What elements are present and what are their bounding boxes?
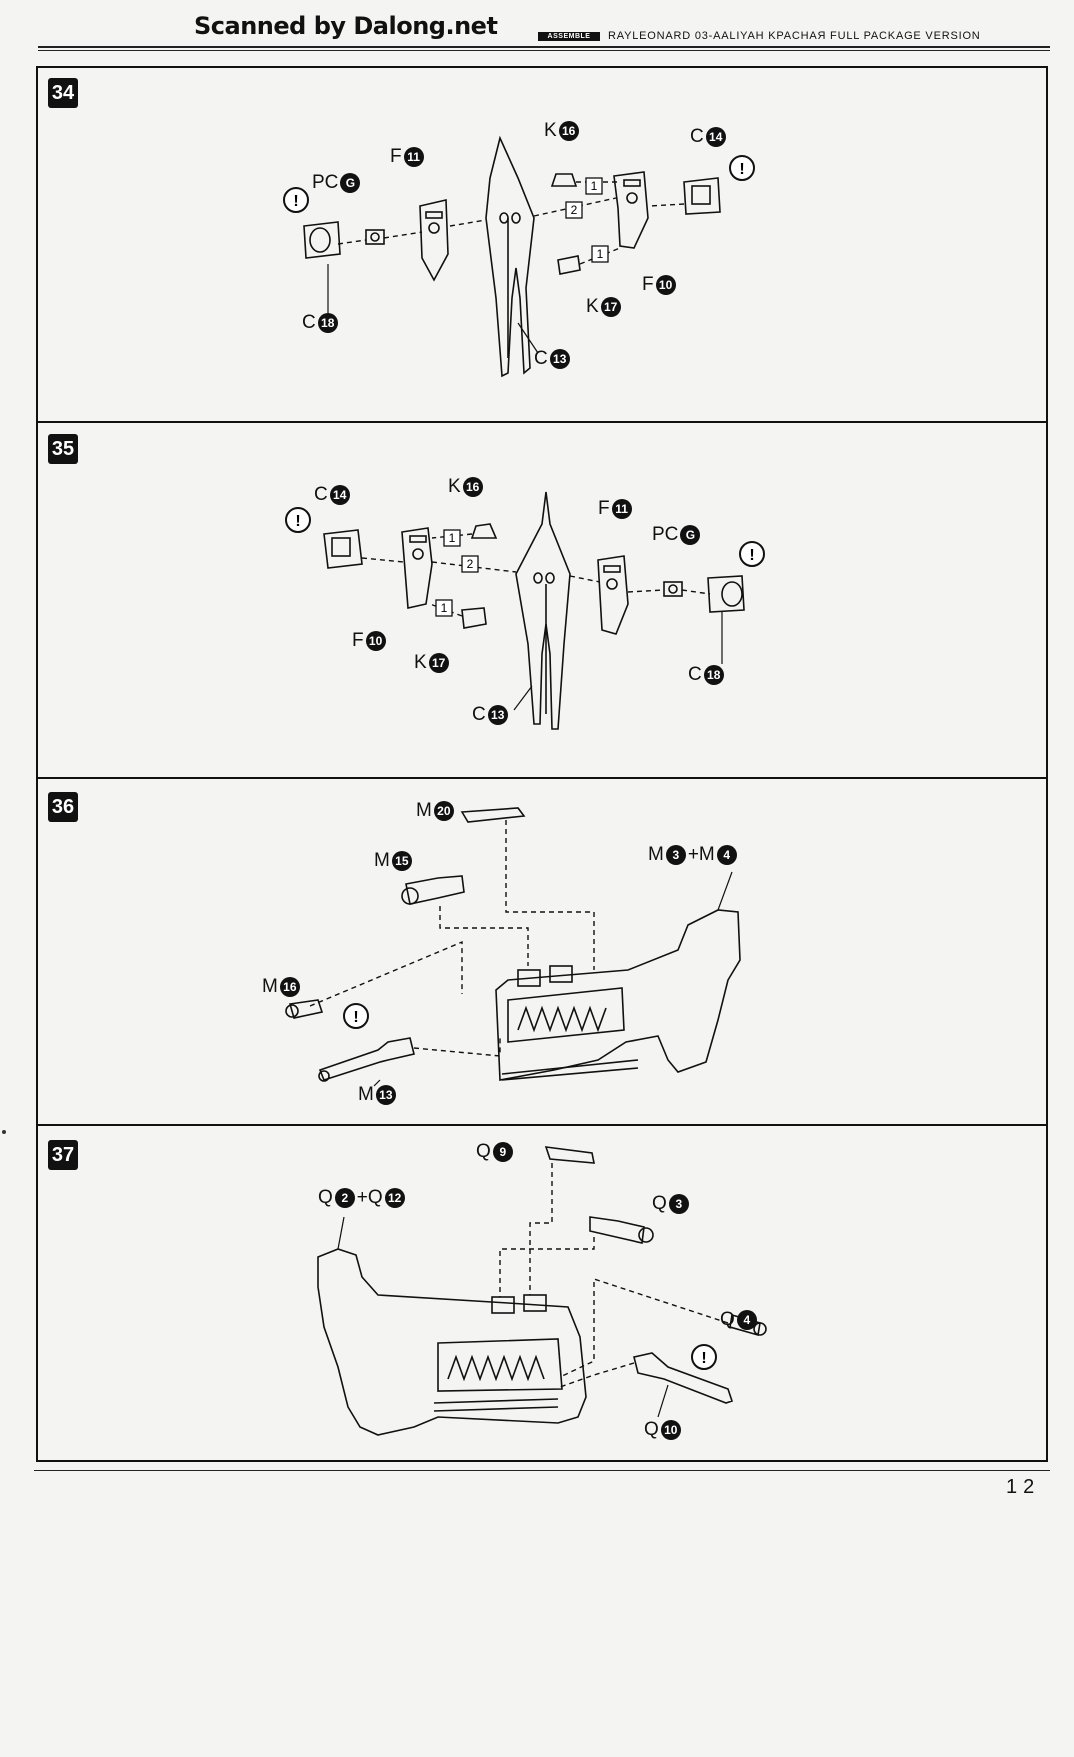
caution-icon — [343, 1003, 369, 1029]
step-37-diagram: ! — [317, 1146, 767, 1436]
svg-text:!: ! — [293, 193, 298, 210]
svg-text:!: ! — [353, 1009, 358, 1026]
part-m13 — [318, 1037, 415, 1081]
svg-text:1: 1 — [449, 531, 456, 545]
step-34-diagram: 121 !! — [283, 135, 755, 378]
part-m20 — [460, 807, 526, 823]
footer-rule — [34, 1470, 1050, 1471]
page-number: 12 — [1006, 1476, 1041, 1498]
instruction-frame — [36, 66, 1048, 1462]
part-weapon-body — [495, 909, 741, 1081]
part-k16 — [470, 523, 498, 539]
kit-title: RAYLEONARD 03-AALIYAH KPACHAЯ FULL PACKA… — [608, 30, 981, 42]
step-number: 35 — [48, 434, 78, 464]
part-f11 — [597, 555, 629, 635]
part-m16 — [288, 999, 324, 1019]
caution-icon — [283, 155, 755, 213]
sequence-box — [435, 529, 479, 617]
part-k17 — [461, 607, 487, 629]
svg-text:1: 1 — [441, 601, 448, 615]
caution-icon — [691, 1344, 717, 1370]
svg-text:2: 2 — [571, 203, 578, 217]
svg-text:1: 1 — [597, 247, 604, 261]
part-c14 — [683, 177, 721, 215]
svg-text:!: ! — [701, 1350, 706, 1367]
sequence-box — [565, 177, 609, 263]
svg-text:1: 1 — [591, 179, 598, 193]
step-35-diagram: 121 !! — [285, 491, 765, 730]
part-q9 — [544, 1146, 595, 1164]
svg-text:!: ! — [739, 161, 744, 178]
svg-text:2: 2 — [467, 557, 474, 571]
scanner-credit: Scanned by Dalong.net — [194, 12, 498, 40]
part-k16 — [550, 173, 578, 187]
header-rule — [38, 46, 1050, 48]
part-q10 — [633, 1352, 734, 1404]
step-number: 37 — [48, 1140, 78, 1170]
part-f10 — [401, 527, 433, 609]
part-f11 — [419, 199, 449, 282]
part-weapon-body — [317, 1248, 587, 1436]
scan-speck — [2, 1130, 6, 1134]
step-36-diagram: ! — [285, 807, 741, 1087]
step-divider — [36, 1124, 1048, 1126]
part-c18 — [707, 575, 745, 613]
step-number: 36 — [48, 792, 78, 822]
part-c18 — [303, 221, 341, 259]
part-k17 — [557, 255, 581, 275]
part-q3 — [589, 1216, 645, 1244]
svg-text:!: ! — [295, 513, 300, 530]
part-pcg — [365, 229, 385, 245]
assemble-tag: ASSEMBLE — [538, 32, 600, 41]
step-divider — [36, 777, 1048, 779]
part-c13 — [515, 491, 571, 730]
caution-icon — [285, 507, 765, 567]
step-divider — [36, 421, 1048, 423]
header-rule-thin — [38, 50, 1050, 51]
part-pcg — [663, 581, 683, 597]
svg-text:!: ! — [749, 547, 754, 564]
part-f10 — [613, 171, 649, 249]
part-c14 — [323, 529, 363, 569]
step-number: 34 — [48, 78, 78, 108]
part-c13 — [485, 135, 535, 378]
